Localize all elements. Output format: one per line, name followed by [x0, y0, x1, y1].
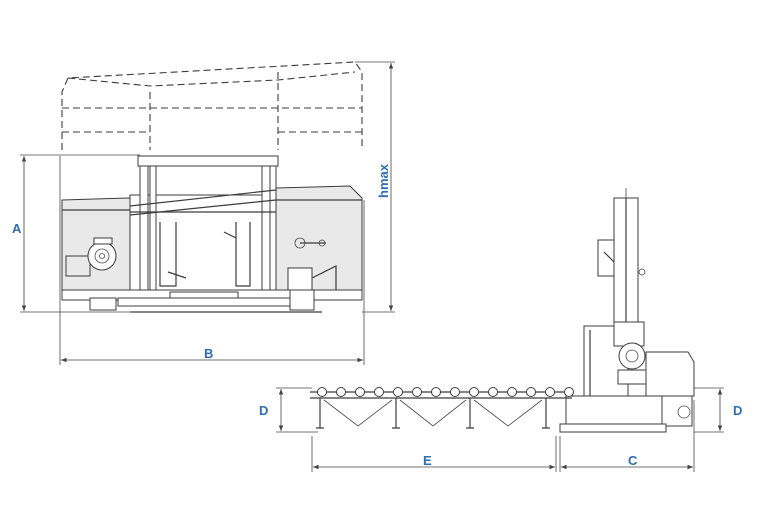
vise-jaw-left — [159, 222, 177, 287]
dimension-lines — [20, 61, 724, 472]
conveyor-legs — [316, 398, 550, 429]
label-hmax: hmax — [376, 163, 391, 198]
conveyor-leg — [316, 398, 324, 429]
label-c: C — [628, 453, 638, 468]
side-view — [559, 188, 695, 433]
label-d-left: D — [259, 403, 268, 418]
side-control-box — [659, 395, 693, 427]
side-base — [565, 395, 663, 427]
front-view — [61, 61, 363, 313]
motor-gearbox — [65, 237, 117, 277]
roller — [431, 387, 441, 397]
side-motor — [613, 321, 649, 385]
conveyor-leg — [392, 398, 400, 429]
label-a: A — [12, 221, 22, 236]
machine-base — [61, 289, 363, 313]
roller — [526, 387, 536, 397]
roller — [469, 387, 479, 397]
portal-frame — [129, 155, 279, 295]
roller — [488, 387, 498, 397]
blade-guide — [287, 237, 337, 291]
roller — [317, 387, 327, 397]
conveyor-brace — [323, 399, 393, 427]
roller — [355, 387, 365, 397]
roller — [545, 387, 555, 397]
vise-jaw-right — [235, 222, 251, 287]
roller-conveyor — [310, 387, 574, 429]
conveyor-rollers — [317, 387, 574, 397]
label-b: B — [204, 346, 213, 361]
roller — [412, 387, 422, 397]
roller — [393, 387, 403, 397]
raised-position-outline — [61, 61, 363, 150]
label-e: E — [423, 453, 432, 468]
label-d-right: D — [733, 403, 742, 418]
roller — [374, 387, 384, 397]
roller — [507, 387, 517, 397]
roller — [450, 387, 460, 397]
conveyor-leg — [466, 398, 474, 429]
conveyor-brace — [399, 399, 467, 427]
roller — [336, 387, 346, 397]
roller — [564, 387, 574, 397]
side-head-housing — [645, 351, 695, 397]
dimension-labels: A B hmax D D E C — [12, 163, 742, 468]
conveyor-brace — [473, 399, 543, 427]
conveyor-leg — [542, 398, 550, 429]
